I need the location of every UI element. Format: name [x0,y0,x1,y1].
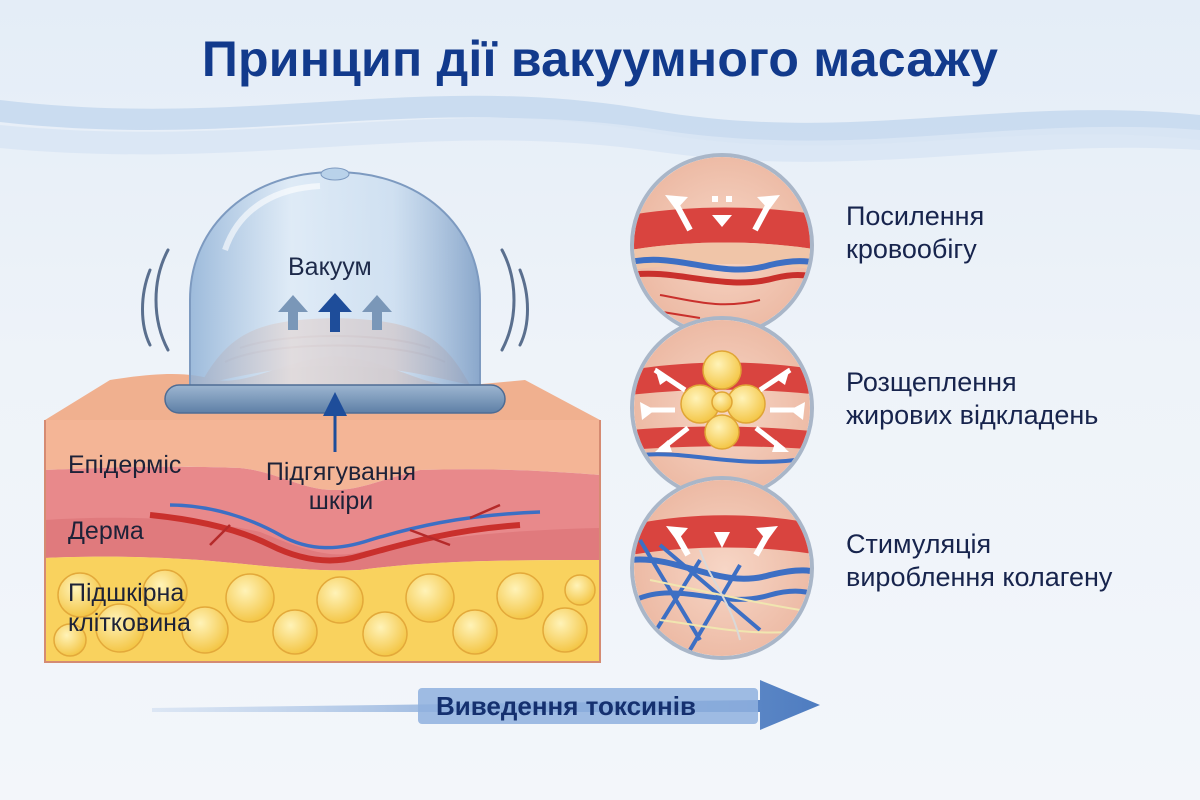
skin-lift-label: Підгягування шкіри [246,458,436,516]
vacuum-arrows [278,293,392,332]
dermis-label: Дерма [68,517,144,545]
fat-cells [53,569,596,657]
header-wave [0,95,1200,146]
blood-vessel-red [149,512,521,564]
circulation-circle [630,153,814,337]
benefit-circulation-line2: кровообігу [846,234,977,264]
skin-lift-label-line1: Підгягування [265,458,417,486]
toxins-label: Виведення токсинів [436,691,696,721]
up-arrow-center [318,293,352,332]
benefit-fat-breakdown-line2: жирових відкладень [846,400,1099,430]
page-title: Принцип дії вакуумного масажу [201,31,999,87]
subcutis-label: Підшкірна клітковина [68,578,191,638]
up-arrow-left [278,295,308,330]
blood-vessel-blue [169,503,541,550]
cup-top-nub [320,167,350,181]
subcutis-label-line2: клітковина [68,609,191,637]
fat-breakdown-circle [630,316,814,500]
vacuum-label: Вакуум [288,253,372,281]
benefit-collagen-line1: Стимуляція [846,529,992,559]
vacuum-cup [164,167,506,414]
skin-lift-label-line2: шкіри [308,487,374,515]
benefit-collagen: Стимуляція вироблення колагену [846,528,1112,594]
dermis-inner-band [45,517,600,571]
cup-motion-lines [141,248,529,352]
benefit-collagen-line2: вироблення колагену [846,562,1113,592]
benefit-circulation: Посилення кровообігу [846,200,984,266]
toxin-arrow-band [418,688,758,724]
benefit-fat-breakdown: Розщеплення жирових відкладень [846,366,1098,432]
epidermis-label: Епідерміс [68,451,182,479]
benefit-fat-breakdown-line1: Розщеплення [846,367,1017,397]
up-arrow-right [362,295,392,330]
header-wave-light [0,117,1200,162]
benefit-circulation-line1: Посилення [846,201,985,231]
skin-block-edge [44,420,601,663]
collagen-circle [630,476,814,660]
cup-highlight [222,183,321,251]
subcutis-label-line1: Підшкірна [68,579,185,607]
blood-vessel-branch [209,503,501,547]
epidermis-layer [45,420,600,490]
